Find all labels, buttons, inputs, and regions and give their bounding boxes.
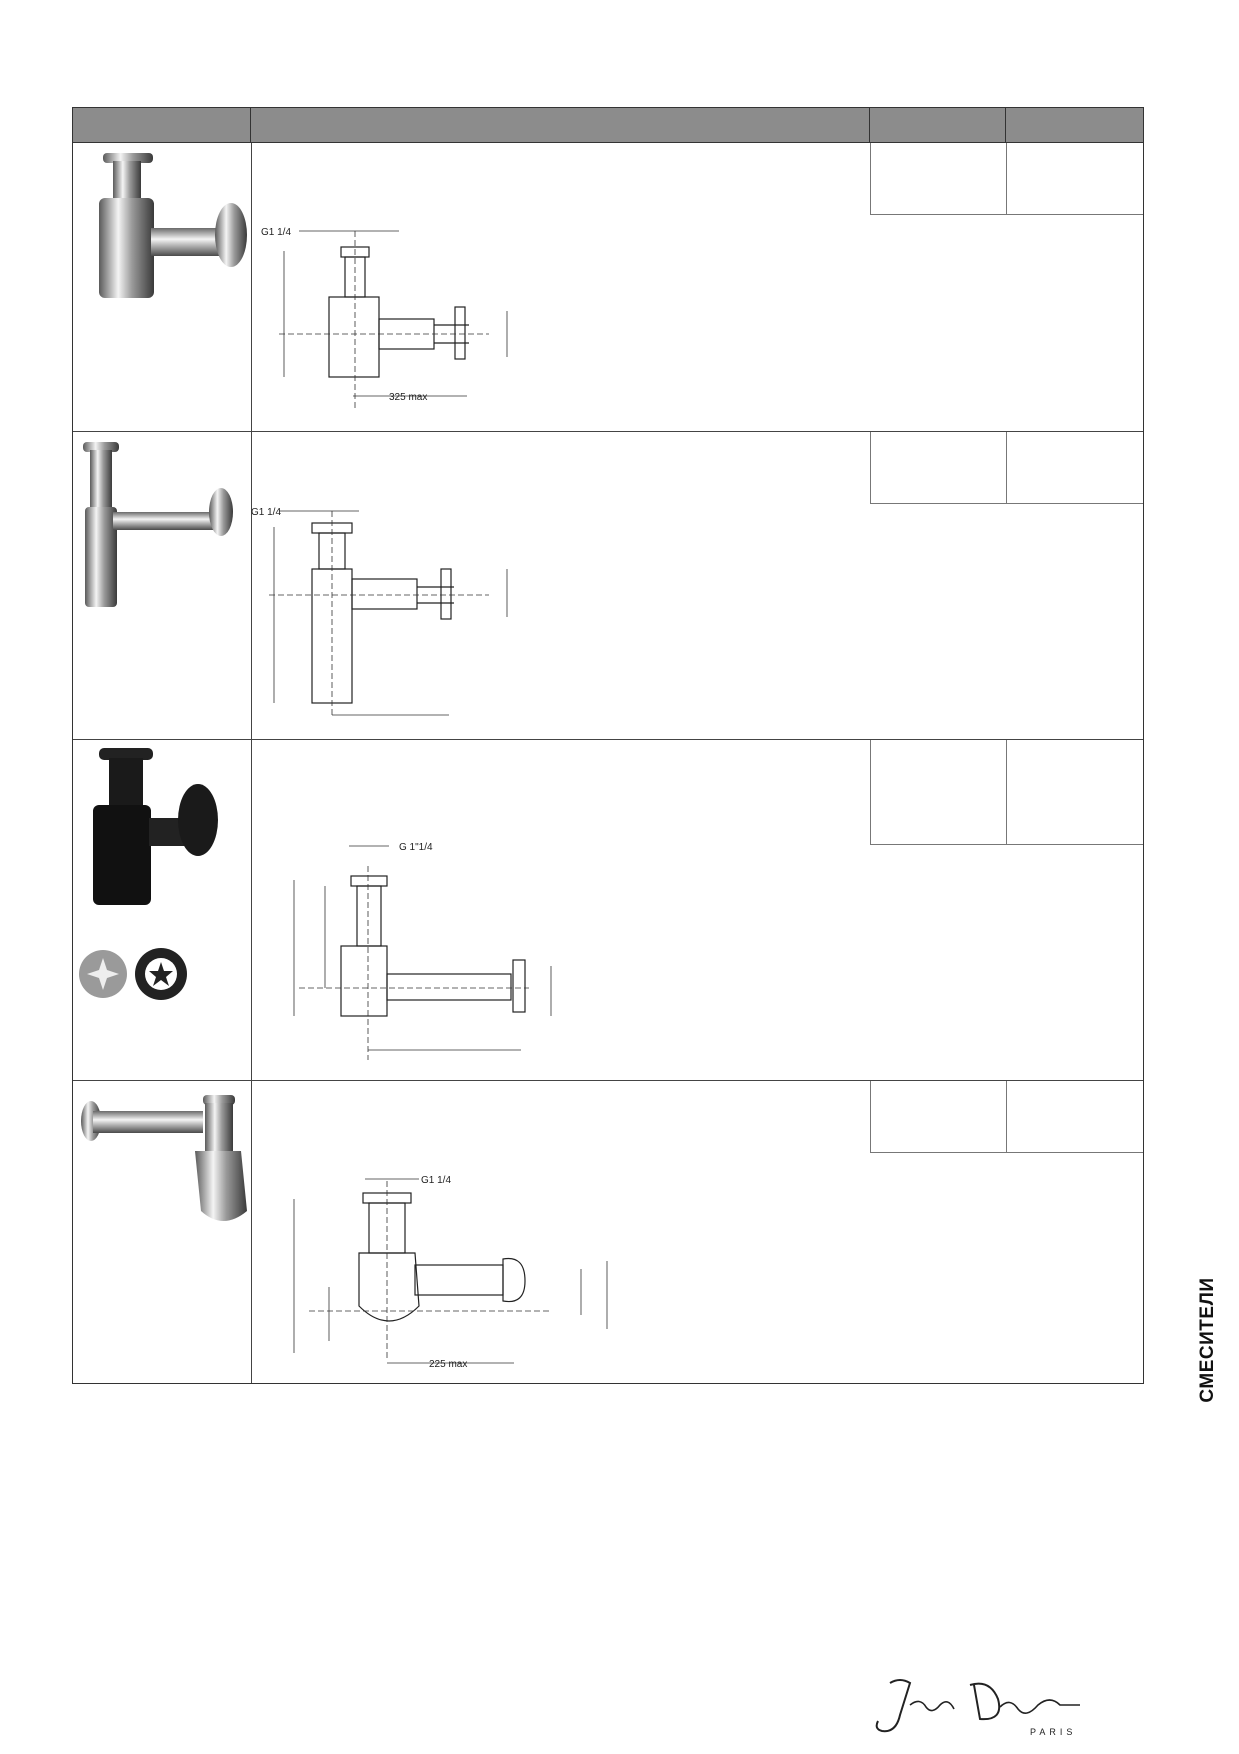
code-cell [870,432,1006,504]
bottle-trap-photo [99,153,247,298]
technical-drawing-3: G 1"1/4 [293,842,552,1060]
price-cell [1006,143,1143,215]
black-bottle-trap-photo [93,748,218,905]
code-cell [870,740,1006,845]
price-cell [1006,1081,1143,1153]
bottle-trap-photo [81,1095,247,1221]
product-row-3: G 1"1/4 [73,740,1143,1081]
product-row-2: G1 1/4 [73,432,1143,740]
header-cell-price [1006,108,1143,142]
svg-text:225 max: 225 max [429,1359,467,1370]
code-cell [870,1081,1006,1153]
product-table: G1 1/4 325 max [72,107,1144,1384]
product-row-4: G1 1/4 225 max [73,1081,1143,1383]
svg-text:G1 1/4: G1 1/4 [251,507,281,518]
header-cell-image [73,108,251,142]
sparkle-badge-icon [79,950,127,998]
svg-text:PARIS: PARIS [1030,1727,1076,1737]
jacob-delafon-logo: PARIS [875,1679,1080,1737]
section-side-tab: СМЕСИТЕЛИ [1197,1277,1218,1403]
header-cell-code [870,108,1006,142]
price-cell [1006,740,1143,845]
header-cell-description [251,108,870,142]
code-cell [870,143,1006,215]
bottle-trap-photo [83,442,233,607]
technical-drawing-4: G1 1/4 225 max [293,1175,608,1370]
table-header [73,108,1143,143]
new-star-badge-icon [135,948,187,1000]
technical-drawing-1: G1 1/4 325 max [261,227,508,411]
price-cell [1006,432,1143,504]
technical-drawing-2: G1 1/4 [251,507,508,717]
svg-text:G 1"1/4: G 1"1/4 [399,842,433,853]
svg-text:325 max: 325 max [389,392,427,403]
product-row-1: G1 1/4 325 max [73,143,1143,432]
svg-text:G1 1/4: G1 1/4 [421,1175,451,1186]
svg-text:G1 1/4: G1 1/4 [261,227,291,238]
